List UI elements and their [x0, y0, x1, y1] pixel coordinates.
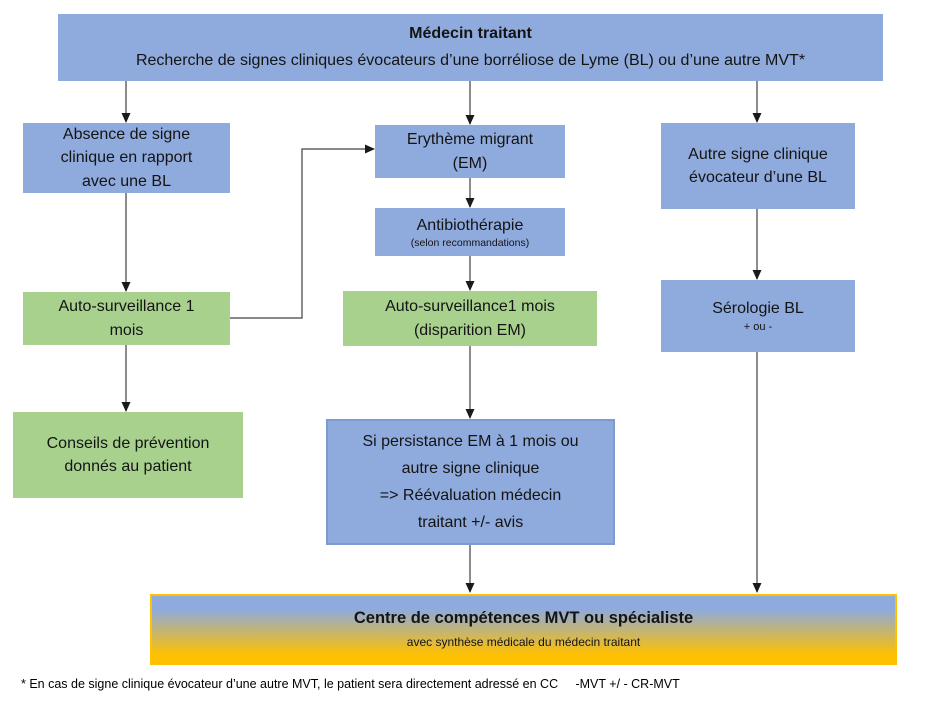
box-absence-signe-clinique: Absence de signe clinique en rapport ave… — [23, 123, 230, 193]
box-serologie-title: Sérologie BL — [712, 300, 804, 318]
box-persistance-reevaluation: Si persistance EM à 1 mois ou autre sign… — [326, 419, 615, 545]
footnote-text: * En cas de signe clinique évocateur d’u… — [21, 677, 680, 691]
box-centre-subtitle: avec synthèse médicale du médecin traita… — [406, 635, 641, 650]
box-auto-surveillance-left: Auto-surveillance 1 mois — [23, 292, 230, 345]
box-centre-title: Centre de compétences MVT ou spécialiste — [353, 609, 694, 628]
box-erytheme-text: Erythème migrant (EM) — [406, 131, 534, 172]
box-auto-surveillance-left-text: Auto-surveillance 1 mois — [58, 298, 195, 339]
header-box-medecin-traitant: Médecin traitant Recherche de signes cli… — [58, 14, 883, 81]
box-conseils-prevention: Conseils de prévention donnés au patient — [13, 412, 243, 498]
header-subtitle: Recherche de signes cliniques évocateurs… — [135, 51, 806, 69]
box-auto-surveillance-mid: Auto-surveillance1 mois (disparition EM) — [343, 291, 597, 346]
box-persistance-text: Si persistance EM à 1 mois ou autre sign… — [362, 432, 579, 532]
box-serologie-bl: Sérologie BL + ou - — [661, 280, 855, 352]
box-autre-signe-clinique: Autre signe clinique évocateur d’une BL — [661, 123, 855, 209]
box-antibiotherapie-note: (selon recommandations) — [410, 237, 530, 250]
box-serologie-note: + ou - — [743, 321, 773, 334]
box-absence-text: Absence de signe clinique en rapport ave… — [60, 126, 193, 190]
box-antibiotherapie-title: Antibiothérapie — [416, 217, 524, 235]
box-antibiotherapie: Antibiothérapie (selon recommandations) — [375, 208, 565, 256]
box-centre-competences: Centre de compétences MVT ou spécialiste… — [150, 594, 897, 665]
box-conseils-text: Conseils de prévention donnés au patient — [46, 434, 210, 475]
box-autre-signe-text: Autre signe clinique évocateur d’une BL — [688, 145, 828, 186]
box-auto-surveillance-mid-text: Auto-surveillance1 mois (disparition EM) — [385, 298, 555, 339]
header-title: Médecin traitant — [409, 25, 532, 43]
box-erytheme-migrant: Erythème migrant (EM) — [375, 125, 565, 178]
